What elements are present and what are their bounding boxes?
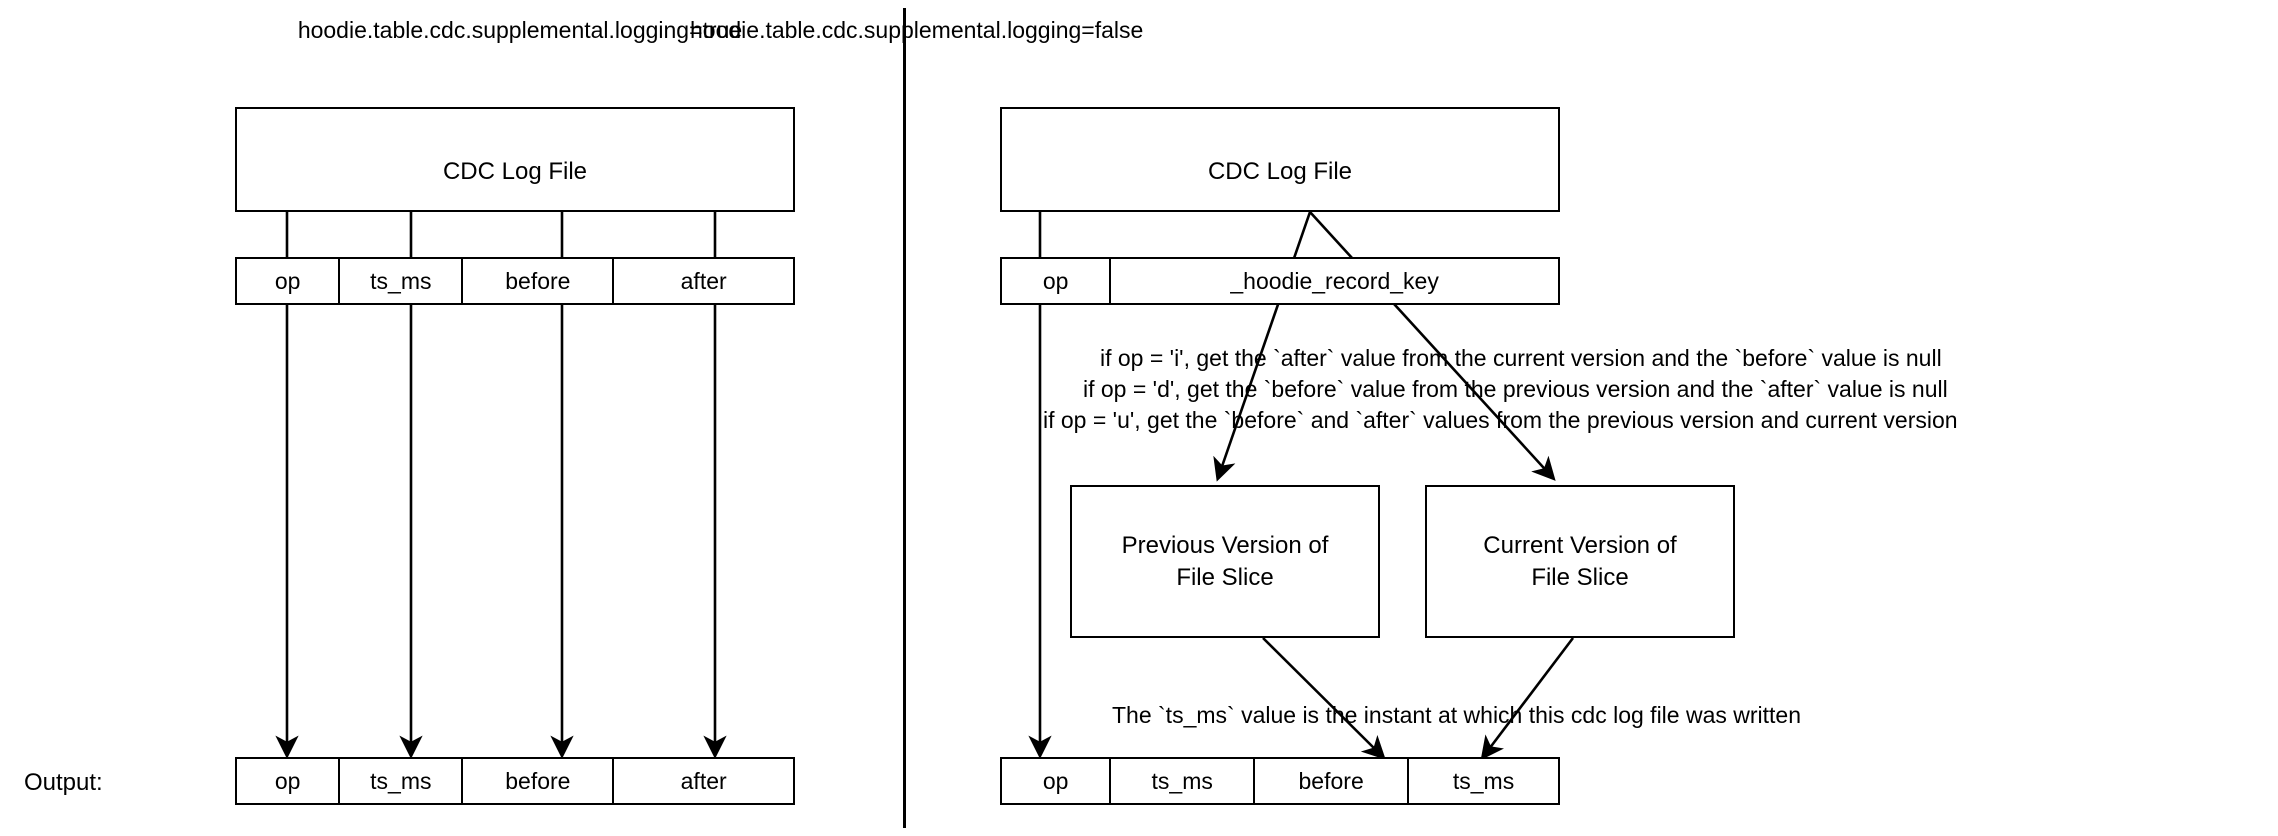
- right-output-cell-ts-ms-2: ts_ms: [1452, 768, 1515, 794]
- right-output-cell-op: op: [1002, 759, 1112, 803]
- left-schema-cell-before: before: [463, 259, 615, 303]
- left-output-cell-op: op: [237, 759, 341, 803]
- right-panel-converge-arrows: [1262, 637, 1575, 761]
- note-op-delete: if op = 'd', get the `before` value from…: [1083, 376, 1948, 402]
- right-panel-title: hoodie.table.cdc.supplemental.logging=fa…: [690, 17, 1144, 43]
- current-slice-line2: File Slice: [1531, 563, 1629, 591]
- output-label: Output:: [24, 769, 103, 796]
- left-schema-cell-ts-ms: ts_ms: [340, 259, 464, 303]
- note-op-insert: if op = 'i', get the `after` value from …: [1100, 345, 1942, 371]
- left-panel-title: hoodie.table.cdc.supplemental.logging=tr…: [297, 17, 743, 43]
- right-output-row: op ts_ms before ts_ms: [1000, 757, 1560, 805]
- right-output-cell-before: before: [1255, 759, 1410, 803]
- left-output-cell-ts-ms: ts_ms: [340, 759, 464, 803]
- vertical-divider: [903, 8, 906, 828]
- right-cdc-log-file-box: CDC Log File: [1000, 107, 1560, 212]
- left-cdc-log-file-box: CDC Log File: [235, 107, 795, 212]
- note-ts-ms-instant: The `ts_ms` value is the instant at whic…: [1112, 702, 1802, 728]
- right-schema-cell-op: op: [1002, 259, 1112, 303]
- previous-version-file-slice-label: Previous Version of File Slice: [1122, 530, 1329, 594]
- left-schema-cell-op: op: [237, 259, 341, 303]
- right-schema-row: op _hoodie_record_key: [1000, 257, 1560, 305]
- current-version-file-slice-label: Current Version of File Slice: [1483, 530, 1676, 594]
- current-version-file-slice-box: Current Version of File Slice: [1425, 485, 1735, 638]
- right-output-cell-ts-ms-1: ts_ms: [1111, 759, 1256, 803]
- left-output-cell-after: after: [680, 768, 727, 794]
- left-output-cell-before: before: [463, 759, 615, 803]
- previous-slice-line1: Previous Version of: [1121, 531, 1329, 559]
- left-schema-cell-after: after: [680, 268, 727, 294]
- left-output-row: op ts_ms before after: [235, 757, 795, 805]
- note-op-update: if op = 'u', get the `before` and `after…: [1043, 407, 1958, 433]
- previous-version-file-slice-box: Previous Version of File Slice: [1070, 485, 1380, 638]
- right-schema-cell-hoodie-record-key: _hoodie_record_key: [1230, 268, 1439, 294]
- previous-slice-line2: File Slice: [1176, 563, 1274, 591]
- current-slice-line1: Current Version of: [1483, 531, 1677, 559]
- right-cdc-log-file-label: CDC Log File: [1207, 158, 1353, 185]
- left-cdc-log-file-label: CDC Log File: [442, 158, 588, 185]
- left-schema-row: op ts_ms before after: [235, 257, 795, 305]
